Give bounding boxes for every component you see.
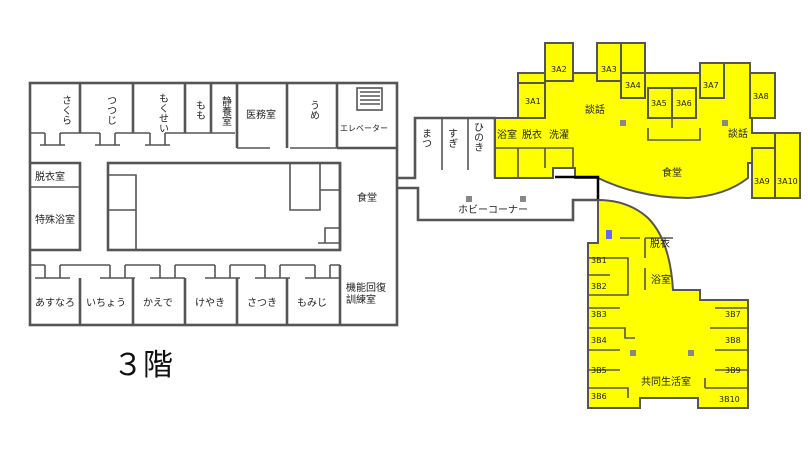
unit-3a: 3A1 3A2 3A3 3A4 3A5 3A6 3A7 3A8 3A9 3A10… [494, 42, 801, 200]
room-label: 3B4 [591, 336, 607, 345]
room-label: まつ [420, 128, 432, 148]
hobby-corner-label: ホビーコーナー [458, 204, 528, 216]
room-label: 3A5 [651, 99, 667, 108]
room-label-line: 機能回復 [346, 281, 386, 294]
room-label: あすなろ [35, 297, 75, 309]
room-label: 3B8 [725, 336, 741, 345]
room-label: つつじ [105, 95, 117, 125]
room-label: うめ [308, 100, 320, 120]
room-label: もみじ [297, 297, 327, 309]
room-label: 3B1 [591, 256, 607, 265]
room-label: 3B10 [719, 395, 740, 404]
room-label: 3B2 [591, 282, 607, 291]
room-label: 脱衣 [650, 237, 670, 250]
room-label: 浴室 [497, 128, 517, 141]
room-label-line: 訓練室 [346, 293, 376, 306]
room-label: 脱衣室 [35, 170, 65, 183]
room-label: 洗濯 [549, 129, 569, 141]
room-label: 脱衣 [522, 128, 542, 141]
room-label: 3B7 [725, 310, 741, 319]
room-label: 3B9 [725, 366, 741, 375]
west-wing [28, 81, 399, 327]
room-label: 談話 [585, 103, 605, 116]
room-label: 3A2 [551, 65, 567, 74]
room-label: 3A3 [601, 65, 617, 74]
room-label: もも [194, 100, 205, 120]
room-label: さつき [247, 297, 277, 309]
room-label: 3A8 [753, 92, 769, 101]
room-label: かえで [143, 297, 173, 309]
room-label: 食堂 [357, 191, 377, 204]
room-label: すぎ [446, 128, 458, 148]
room-label: 3B6 [591, 392, 607, 401]
west-bottom-labels: あすなろ いちょう かえで けやき さつき もみじ 機能回復 訓練室 [35, 281, 389, 309]
door-icon [606, 230, 612, 239]
room-label: 特殊浴室 [35, 213, 75, 226]
room-label: もくせい [157, 93, 169, 133]
room-label: 3A6 [676, 99, 692, 108]
room-label: けやき [195, 297, 225, 309]
room-label: 共同生活室 [641, 375, 691, 388]
room-label: 3A10 [777, 177, 798, 186]
room-label: 3A7 [703, 81, 719, 90]
room-label: 食堂 [662, 166, 682, 179]
floor-label: ３階 [113, 348, 173, 383]
room-label: 3A1 [525, 97, 541, 106]
room-label: いちょう [86, 297, 126, 309]
room-label: 医務室 [246, 108, 276, 121]
boundary-line [555, 175, 600, 200]
room-label: 3A4 [625, 81, 641, 90]
unit-3b: 脱衣 浴室 共同生活室 3B1 3B2 3B3 3B4 3B5 3B6 3B7 … [587, 198, 749, 409]
room-label: 3B5 [591, 366, 607, 375]
room-label: 3A9 [754, 177, 770, 186]
west-top-labels: さくら つつじ もくせい もも 静養室 医務室 うめ エレベーター [60, 93, 389, 133]
room-label: 談話 [728, 127, 748, 140]
room-label: 静養室 [220, 95, 232, 126]
room-label: 浴室 [651, 273, 671, 286]
room-label: エレベーター [340, 124, 388, 133]
room-label: 3B3 [591, 310, 607, 319]
room-label: さくら [60, 95, 71, 125]
west-side-labels: 脱衣室 特殊浴室 食堂 [35, 170, 377, 226]
room-label: 機能回復 訓練室 [346, 281, 389, 306]
room-label: ひのき [472, 122, 484, 152]
